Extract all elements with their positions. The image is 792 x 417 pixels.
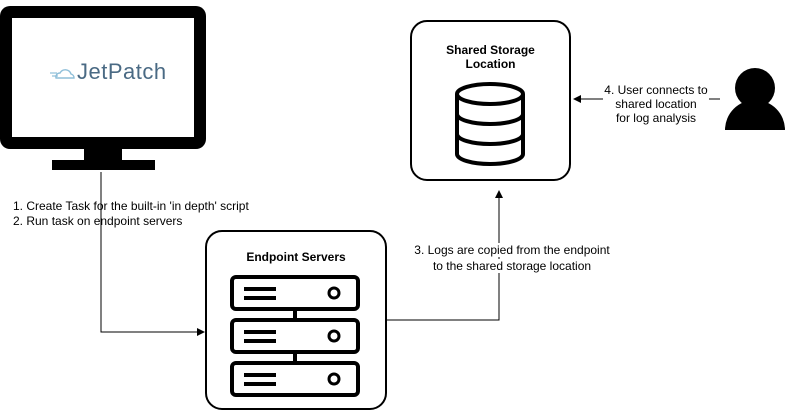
step-1-text: 1. Create Task for the built-in 'in dept… — [13, 199, 249, 213]
step-4-line2: shared location — [615, 97, 697, 111]
step-2-text: 2. Run task on endpoint servers — [13, 214, 183, 228]
database-icon — [455, 82, 525, 166]
server-unit — [230, 275, 360, 311]
step-4-line1: 4. User connects to — [604, 83, 708, 97]
storage-title-line1: Shared Storage — [446, 43, 535, 57]
step-4-line3: for log analysis — [615, 111, 697, 125]
user-icon — [725, 68, 785, 130]
arrow-endpoints-to-storage — [386, 190, 503, 321]
server-unit — [230, 318, 360, 354]
monitor-neck — [84, 149, 122, 163]
logo-text: JetPatch — [77, 59, 167, 84]
monitor-screen — [12, 18, 194, 137]
cloud-icon — [50, 69, 75, 79]
arrow-monitor-to-endpoints — [100, 172, 205, 336]
monitor-base — [52, 160, 155, 170]
server-unit — [230, 361, 360, 397]
storage-title-line2: Location — [465, 57, 516, 71]
endpoint-title: Endpoint Servers — [246, 250, 346, 264]
step-3-line1: 3. Logs are copied from the endpoint — [405, 243, 619, 257]
step-3-line2: to the shared storage location — [405, 259, 619, 273]
monitor — [0, 6, 206, 170]
server-stack-icon — [230, 275, 360, 397]
storage-box — [410, 20, 571, 181]
